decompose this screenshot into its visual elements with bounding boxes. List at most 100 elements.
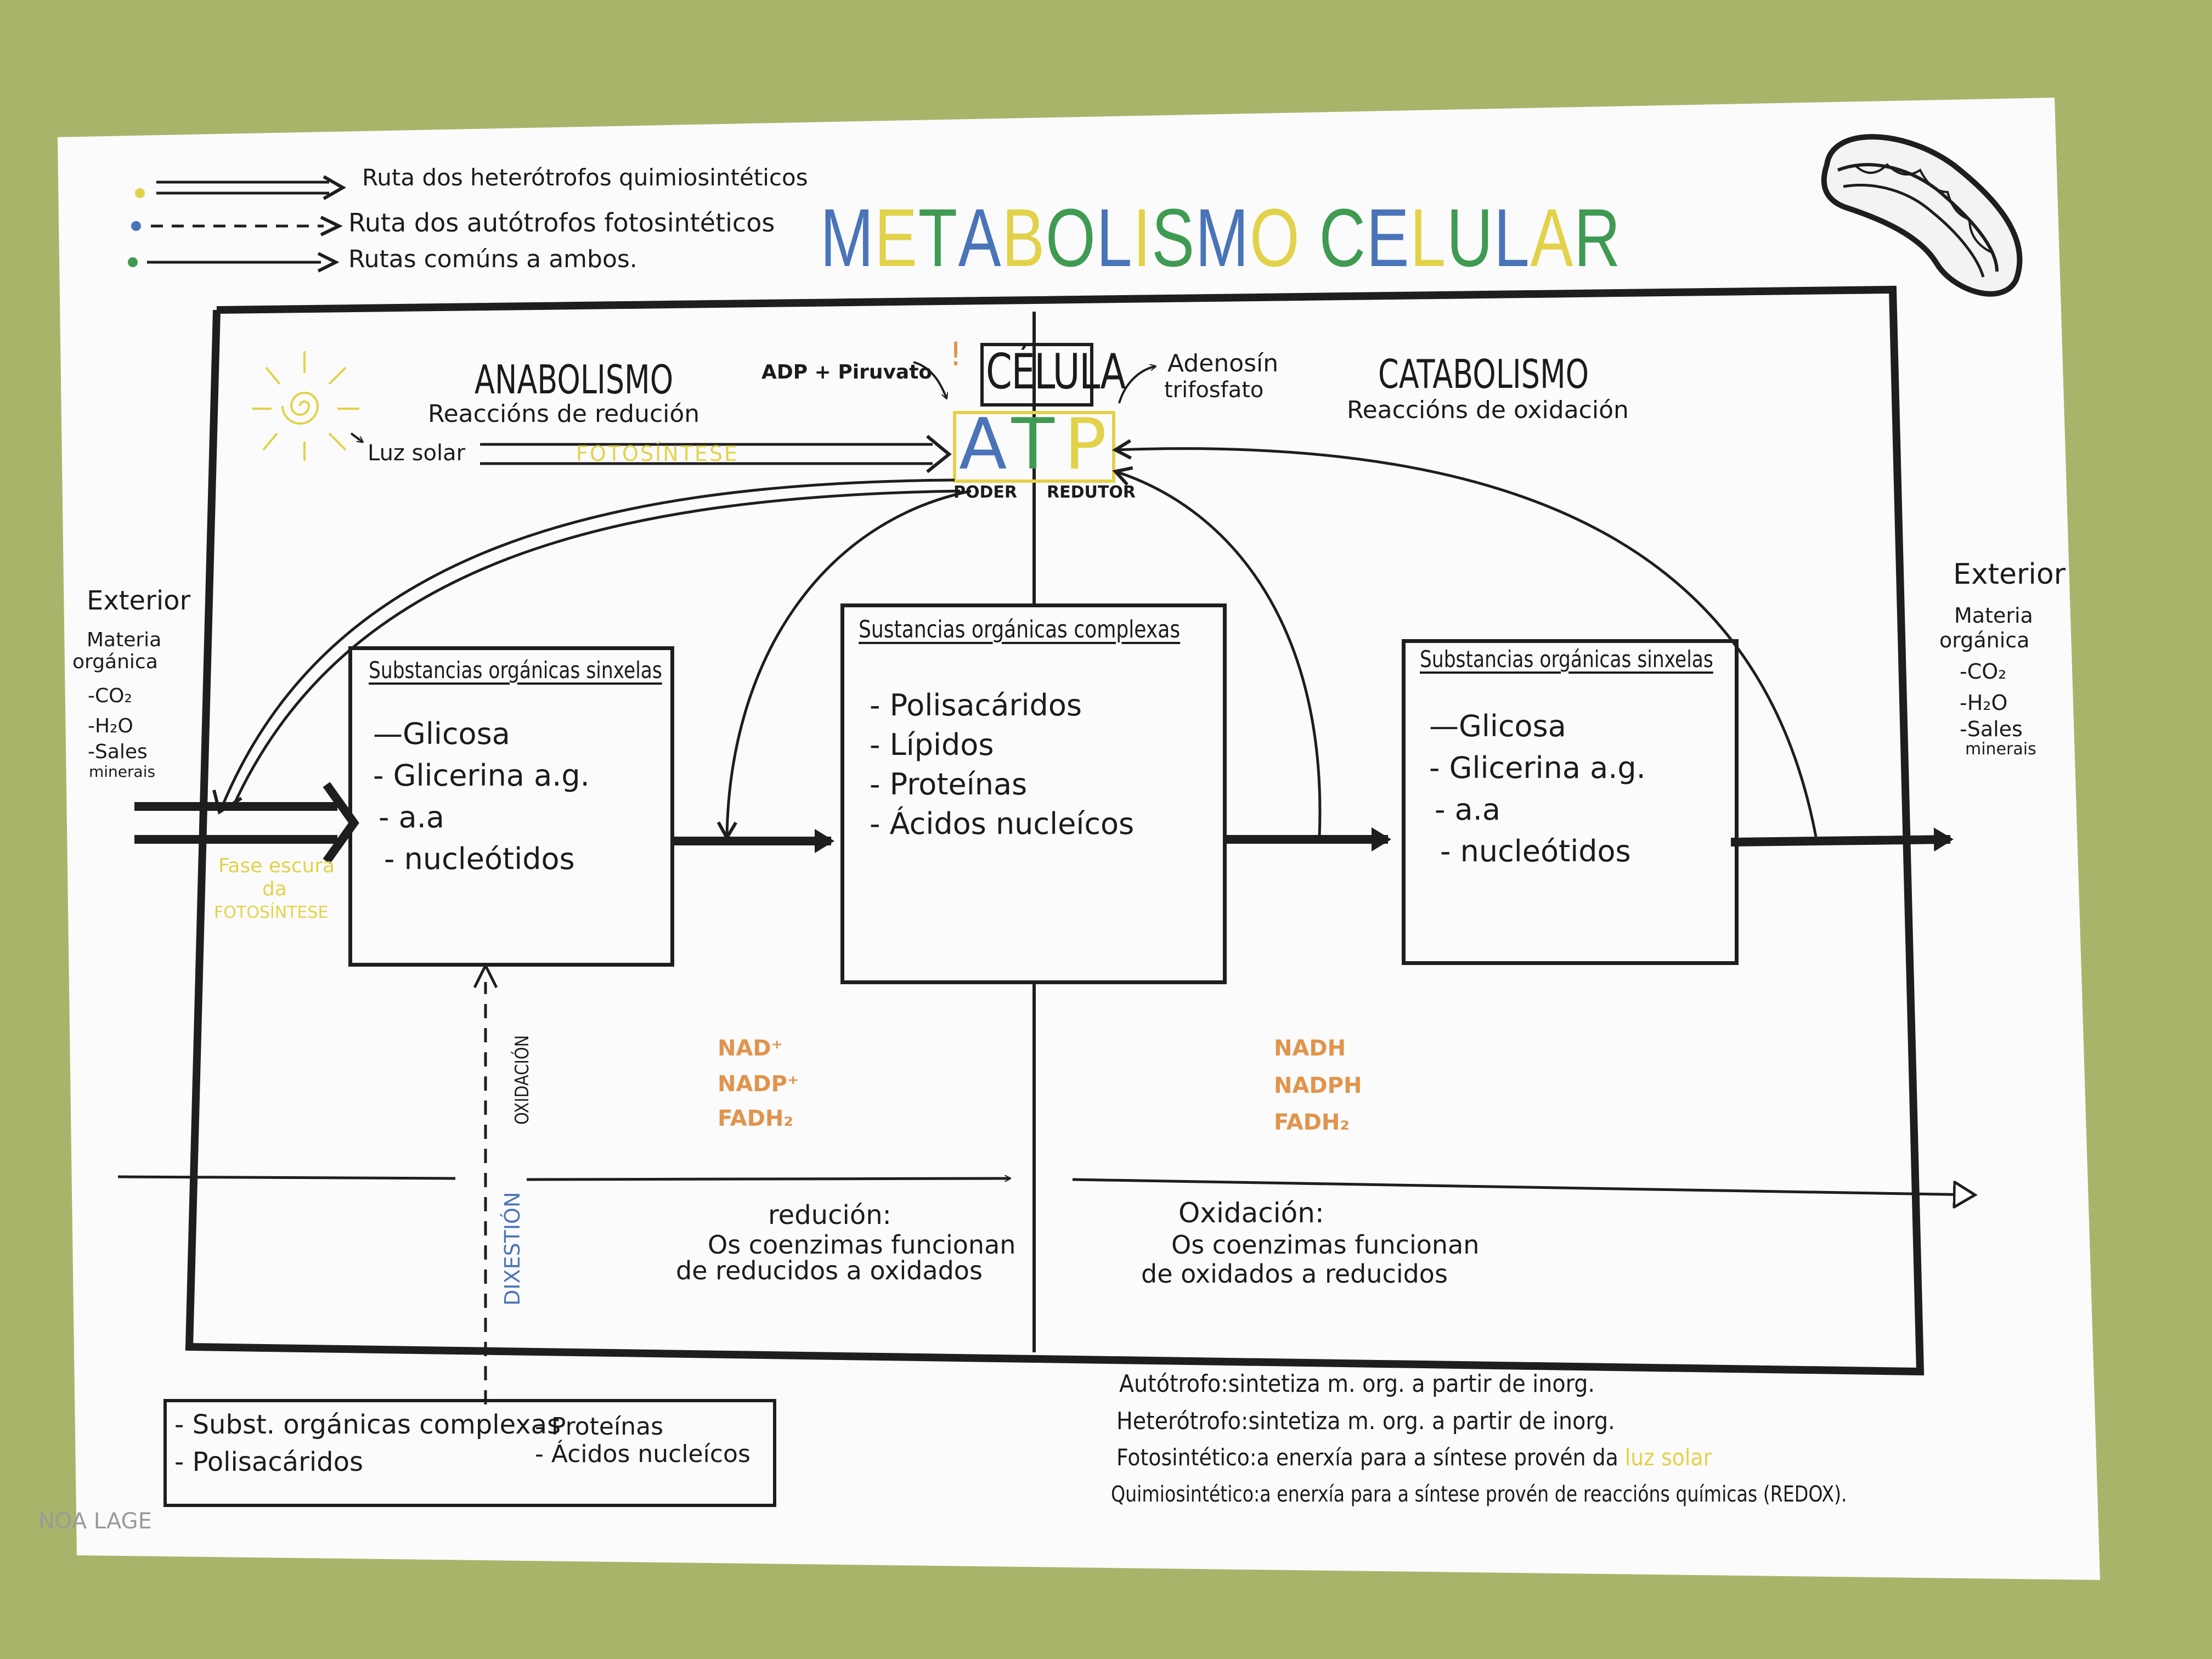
title-letter: O [1249, 191, 1301, 284]
box-sinxelas-right [1402, 639, 1739, 965]
definition-term: Quimiosintético: [1111, 1482, 1260, 1507]
title-letter: A [1530, 191, 1575, 284]
definition-term: Heterótrofo: [1116, 1407, 1249, 1435]
box-sinxelas-left [348, 646, 674, 967]
title-letter: T [918, 191, 958, 284]
box-left-item: - nucleótidos [384, 842, 575, 876]
title-letter: M [1195, 191, 1250, 284]
title-letter: O [1045, 191, 1097, 284]
definition-quimiosintetico: Quimiosintético:a enerxía para a síntese… [1111, 1483, 1847, 1506]
exterior-right-h2o: -H₂O [1960, 691, 2008, 715]
legend-heterotrofos-label: Ruta dos heterótrofos quimiosintéticos [362, 164, 808, 191]
atp-letter: P [1064, 404, 1116, 486]
definition-text: sintetiza m. org. a partir de inorg. [1228, 1370, 1595, 1398]
sun-icon [252, 351, 359, 461]
title-letter: E [1366, 191, 1410, 284]
bottom-complexas-box [163, 1399, 776, 1507]
exterior-left-organica: orgánica [72, 651, 158, 673]
exterior-left-co2: -CO₂ [88, 685, 132, 707]
box-complexas-center [840, 603, 1227, 984]
legend-arrows [128, 175, 347, 273]
title-letter: B [1002, 191, 1046, 284]
box-center-title: Sustancias orgánicas complexas [859, 616, 1181, 644]
main-frame [185, 285, 1925, 1376]
definition-text: sintetiza m. org. a partir de inorg. [1248, 1407, 1615, 1435]
definition-autotrofo: Autótrofo:sintetiza m. org. a partir de … [1119, 1370, 1595, 1398]
box-right-item: —Glicosa [1429, 709, 1566, 743]
title-letter: M [820, 191, 875, 284]
fase-escura-line3: FOTOSÍNTESE [214, 903, 329, 922]
box-center-item: - Polisacáridos [870, 688, 1082, 723]
redutor-label: REDUTOR [1047, 483, 1136, 502]
bottom-box-col1-item: - Polisacáridos [174, 1447, 363, 1477]
oxidacion-note-line1: Os coenzimas funcionan [1171, 1230, 1480, 1260]
box-left-list: —Glicosa - Glicerina a.g. - a.a - nucleó… [373, 718, 590, 885]
atp-letter: A [959, 404, 1012, 486]
title-letter: I [1133, 191, 1152, 284]
legend-comuns-label: Rutas comúns a ambos. [348, 245, 637, 273]
title-letter [1300, 195, 1319, 281]
catabolismo-title: CATABOLISMO [1378, 351, 1589, 397]
exterior-right-sales: -Sales [1960, 717, 2023, 741]
box-center-item: - Proteínas [870, 767, 1028, 802]
legend-autotrofos-label: Ruta dos autótrofos fotosintéticos [348, 208, 775, 238]
dixestion-vertical-label: DIXESTIÓN [500, 1192, 524, 1306]
coenzima-nadph: NADPH [1274, 1073, 1362, 1098]
title-letter: E [874, 191, 918, 284]
atp-label: ATP [959, 408, 1116, 482]
coenzima-fadh2-right: FADH₂ [1274, 1110, 1350, 1135]
catabolismo-subtitle: Reaccións de oxidación [1347, 396, 1629, 424]
reducion-line1: Os coenzimas funcionan [708, 1230, 1016, 1260]
title-letter: A [958, 191, 1002, 284]
exterior-right-materia: Materia [1954, 603, 2033, 628]
bottom-box-col2-item: - Proteínas [535, 1413, 663, 1441]
box-right-item: - nucleótidos [1440, 834, 1631, 868]
title-letter: R [1574, 191, 1622, 284]
definition-text: a enerxía para a síntese provén da [1256, 1444, 1625, 1471]
definition-term: Fotosintético: [1116, 1444, 1257, 1471]
box-right-item: - Glicerina a.g. [1429, 751, 1646, 785]
exterior-right-organica: orgánica [1939, 628, 2030, 652]
reducion-title: redución: [768, 1200, 891, 1231]
definition-highlight: luz solar [1624, 1444, 1712, 1471]
oxidacion-vertical-label: OXIDACIÓN [511, 1035, 533, 1125]
definition-text: a enerxía para a síntese provén de reacc… [1260, 1482, 1847, 1507]
anabolismo-subtitle: Reaccións de redución [428, 400, 700, 428]
exterior-left-h2o: -H₂O [88, 715, 133, 737]
signature: NOA LAGE [38, 1509, 152, 1534]
mitochondria-icon [1821, 134, 2023, 297]
fase-escura-line1: Fase escura [218, 855, 335, 877]
trifosfato-label: trifosfato [1164, 377, 1264, 403]
exterior-left-minerais: minerais [89, 763, 156, 781]
fase-escura-line2: da [262, 878, 287, 900]
exterior-left-title: Exterior [87, 585, 191, 616]
luz-solar-label: Luz solar [368, 441, 466, 466]
coenzima-nadh: NADH [1274, 1036, 1346, 1061]
fotosintese-label: FOTOSÍNTESE [576, 442, 739, 466]
exclaim-mark: ! [949, 335, 963, 374]
definition-heterotrofo: Heterótrofo:sintetiza m. org. a partir d… [1116, 1407, 1615, 1435]
box-left-item: - Glicerina a.g. [373, 758, 590, 793]
definition-fotosintetico: Fotosintético:a enerxía para a síntese p… [1116, 1444, 1712, 1471]
coenzima-nadp: NADP⁺ [718, 1071, 799, 1097]
box-right-title: Substancias orgánicas sinxelas [1420, 646, 1713, 673]
page-title: METABOLISMO CELULAR [820, 191, 1622, 284]
poder-label: PODER [953, 483, 1017, 502]
exterior-right-minerais: minerais [1965, 740, 2036, 759]
box-left-item: - a.a [379, 800, 444, 834]
bottom-box-col2-item: - Ácidos nucleícos [535, 1440, 751, 1468]
atp-letter: T [1011, 404, 1064, 486]
exterior-right-co2: -CO₂ [1960, 659, 2007, 684]
title-letter: C [1319, 191, 1367, 284]
oxidacion-note-title: Oxidación: [1178, 1197, 1324, 1229]
adenosin-label: Adenosín [1167, 349, 1279, 377]
coenzima-nad: NAD⁺ [718, 1036, 783, 1061]
box-center-list: - Polisacáridos - Lípidos - Proteínas - … [870, 690, 1134, 848]
paper-sheet [58, 98, 2100, 1580]
exterior-left-sales: -Sales [88, 741, 148, 763]
box-center-item: - Lípidos [870, 727, 994, 762]
title-letter: U [1446, 191, 1494, 284]
anabolismo-title: ANABOLISMO [475, 357, 674, 403]
reducion-line2: de reducidos a oxidados [676, 1256, 983, 1285]
